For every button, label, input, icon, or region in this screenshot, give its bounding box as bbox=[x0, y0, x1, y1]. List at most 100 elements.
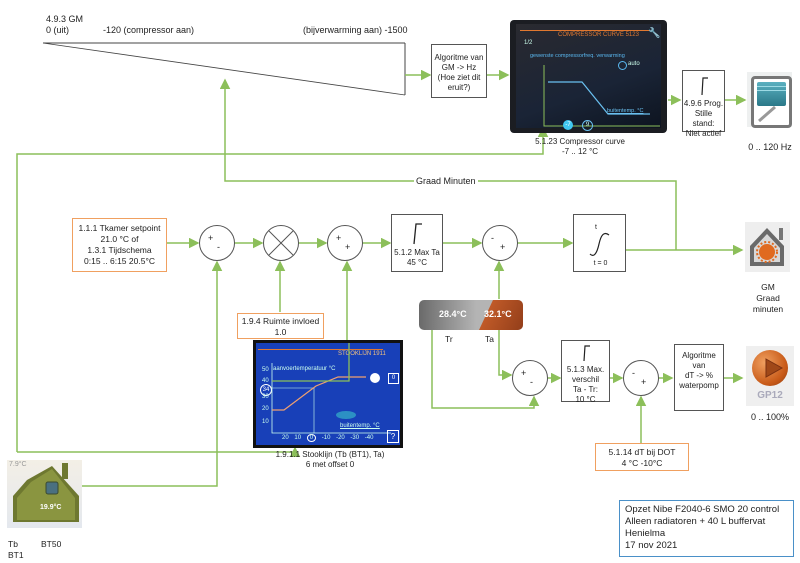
bt50-label: BT50 bbox=[41, 539, 62, 549]
room-influence-line: 1.9.4 Ruimte invloed bbox=[241, 316, 320, 326]
gm-output-caption: GM Graad minuten bbox=[743, 282, 793, 315]
sign-plus: + bbox=[500, 242, 506, 252]
heating-screen-x-ticks: 20 10 0 -10 -20 -30 -40 bbox=[282, 434, 374, 442]
limiter-icon bbox=[413, 223, 422, 245]
x-tick-current: 0 bbox=[306, 434, 317, 442]
algo-gm-hz-line: GM -> Hz bbox=[441, 63, 477, 72]
max-ta-line: 45 °C bbox=[406, 258, 428, 267]
multiply-icon bbox=[268, 230, 294, 256]
tr-value: 28.4°C bbox=[439, 309, 467, 319]
gm-scale-title: 4.9.3 GM bbox=[46, 14, 84, 24]
supply-return-temp-display: 28.4°C 32.1°C bbox=[419, 300, 523, 330]
x-tick: -10 bbox=[321, 435, 331, 441]
algo-gm-hz-line: eruit?) bbox=[447, 83, 471, 92]
heating-screen-offset: 0 bbox=[388, 373, 399, 384]
algo-pump-line: waterpomp bbox=[679, 381, 719, 390]
max-diff-line: verschil bbox=[571, 375, 600, 384]
y-tick-current: 34 bbox=[260, 384, 272, 396]
compressor-icon bbox=[747, 72, 792, 128]
x-tick: 10 bbox=[294, 435, 302, 441]
pump-label: GP12 bbox=[757, 390, 783, 401]
note-line: Henielma bbox=[625, 528, 666, 539]
wrench-icon: 🔧 bbox=[648, 28, 661, 39]
sign-minus: - bbox=[491, 233, 494, 243]
heating-screen-ylabel: aanvoertemperatuur °C bbox=[273, 366, 336, 372]
room-influence-line: 1.0 bbox=[274, 327, 287, 337]
integrator-upper-limit: t bbox=[595, 224, 597, 231]
sign-minus: - bbox=[632, 368, 635, 378]
outdoor-temp: 7.9°C bbox=[9, 461, 27, 468]
play-triangle-icon bbox=[765, 358, 784, 378]
max-diff-line: Ta - Tr: bbox=[573, 385, 598, 394]
setpoint-line: 21.0 °C of bbox=[100, 234, 139, 244]
compressor-screen-auto: auto bbox=[628, 61, 640, 67]
heating-curve-graph bbox=[271, 343, 391, 434]
y-tick: 40 bbox=[262, 378, 269, 384]
summing-junction-1: + - bbox=[199, 225, 235, 261]
summing-junction-4: + - bbox=[512, 360, 548, 396]
compressor-screen-title: COMPRESSOR CURVE 5123 bbox=[558, 32, 639, 38]
y-tick: 50 bbox=[262, 367, 269, 373]
compressor-screen-subtitle: gewenste compressorfreq. verwarming bbox=[530, 53, 625, 59]
y-tick: 10 bbox=[262, 419, 269, 425]
y-tick: 30 bbox=[262, 394, 269, 400]
wire-ta-to-sum4 bbox=[498, 330, 513, 381]
help-icon: ? bbox=[387, 430, 399, 443]
sign-plus: + bbox=[345, 242, 351, 252]
note-line: Alleen radiatoren + 40 L buffervat bbox=[625, 516, 766, 527]
limiter-icon bbox=[582, 345, 590, 362]
integrator-lower-limit: t = 0 bbox=[593, 260, 608, 267]
algo-pump-line: Algoritme van bbox=[682, 351, 716, 370]
silent-mode-block: 4.9.6 Prog. Stille stand: Niet actief bbox=[682, 70, 725, 138]
gm-scale-compressor-label: -120 (compressor aan) bbox=[103, 25, 195, 35]
wire-outdoor-to-heating-curve bbox=[17, 446, 301, 457]
setpoint-line: 1.3.1 Tijdschema bbox=[87, 245, 152, 255]
max-diff-block: 5.1.3 Max. verschil Ta - Tr: 10 °C bbox=[561, 340, 610, 404]
compressor-screen-page: 1/2 bbox=[524, 40, 533, 46]
dt-dot-line: 4 °C -10°C bbox=[621, 458, 663, 468]
note-line: 17 nov 2021 bbox=[625, 540, 678, 551]
compressor-curve-screen: COMPRESSOR CURVE 5123 🔧 1/2 gewenste com… bbox=[510, 20, 667, 133]
gm-scale-diagonal bbox=[42, 42, 406, 96]
wire-indoor-to-sum1 bbox=[72, 260, 223, 487]
project-note: Opzet Nibe F2040-6 SMO 20 control Alleen… bbox=[619, 500, 794, 557]
compressor-screen-axis: buitentemp. °C bbox=[607, 108, 644, 114]
algo-gm-hz-line: Algoritme van bbox=[434, 53, 484, 62]
caption-line: -7 .. 12 °C bbox=[561, 147, 599, 156]
auto-radio-icon bbox=[618, 61, 627, 70]
caption-line: 1.9.1.1 Stooklijn (Tb (BT1), Ta) bbox=[275, 450, 385, 459]
x-tick: 20 bbox=[282, 435, 289, 441]
caption-line: Graad bbox=[756, 293, 780, 303]
x-tick: -40 bbox=[364, 435, 374, 441]
algo-gm-to-hz-block: Algoritme van GM -> Hz (Hoe ziet dit eru… bbox=[431, 44, 487, 98]
algo-pump-line: dT -> % bbox=[684, 371, 714, 380]
heating-screen-xlabel: buitentemp. °C bbox=[340, 423, 380, 429]
caption-line: 6 met offset 0 bbox=[305, 460, 355, 469]
multiplier-junction bbox=[263, 225, 299, 261]
wire-outdoor-to-compressor-curve bbox=[16, 126, 549, 452]
indoor-temp: 19.9°C bbox=[40, 504, 62, 511]
ta-label: Ta bbox=[485, 334, 494, 344]
x-tick: -20 bbox=[336, 435, 345, 441]
x-tick: -30 bbox=[350, 435, 360, 441]
ta-value: 32.1°C bbox=[484, 309, 512, 319]
gm-scale-aux-label: (bijverwarming aan) -1500 bbox=[303, 25, 408, 35]
integral-icon bbox=[589, 232, 610, 256]
setpoint-line: 1.1.1 Tkamer setpoint bbox=[78, 223, 161, 233]
max-diff-line: 5.1.3 Max. bbox=[566, 365, 605, 374]
gm-house-icon bbox=[745, 222, 790, 272]
heating-curve-caption: 1.9.1.1 Stooklijn (Tb (BT1), Ta) 6 met o… bbox=[260, 450, 400, 470]
pump-icon: GP12 bbox=[746, 346, 794, 406]
sign-plus: + bbox=[208, 233, 214, 243]
caption-line: GM bbox=[761, 282, 775, 292]
wire-tr-to-sum4 bbox=[431, 330, 540, 409]
summing-junction-2: + + bbox=[327, 225, 363, 261]
heating-curve-screen: STOOKLIJN 1911 aanvoertemperatuur °C 50 … bbox=[253, 340, 403, 448]
silent-mode-line: 4.9.6 Prog. bbox=[683, 99, 724, 108]
algo-pump-block: Algoritme van dT -> % waterpomp bbox=[674, 344, 724, 411]
compressor-curve-caption: 5.1.23 Compressor curve -7 .. 12 °C bbox=[521, 137, 639, 157]
dt-dot-line: 5.1.14 dT bij DOT bbox=[608, 447, 676, 457]
limiter-icon bbox=[700, 77, 708, 96]
silent-mode-line: Stille stand: bbox=[692, 109, 715, 128]
